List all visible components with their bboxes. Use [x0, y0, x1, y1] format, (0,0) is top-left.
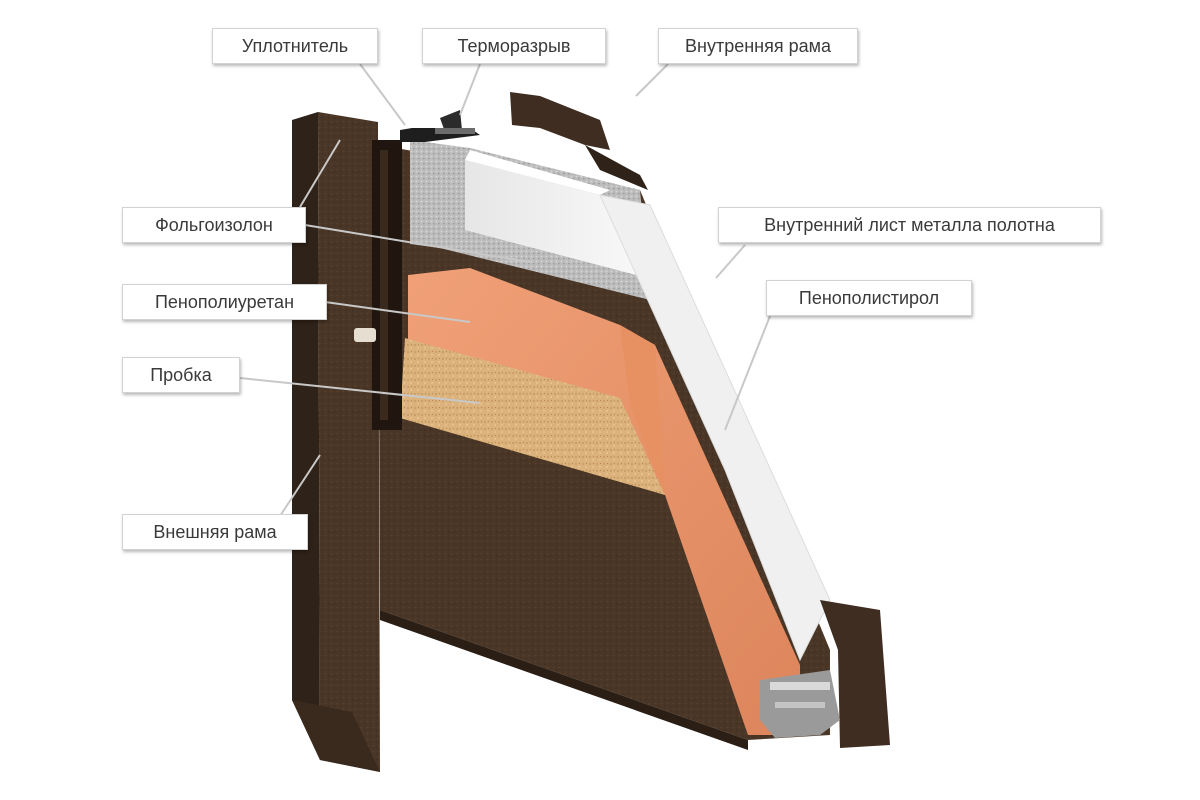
top-seal-shape — [400, 110, 480, 142]
label-thermal-break: Терморазрыв — [422, 28, 606, 64]
cork-shape — [400, 338, 665, 495]
label-cork: Пробка — [122, 357, 240, 393]
leader-lines — [239, 63, 771, 517]
label-inner-sheet: Внутренний лист металла полотна — [718, 207, 1101, 243]
frame-channel-shape — [354, 140, 402, 430]
label-inner-frame: Внутренняя рама — [658, 28, 858, 64]
inner-frame-shape — [510, 92, 648, 190]
polystyrene-shape — [465, 150, 831, 662]
bottom-profile-shape — [760, 600, 890, 748]
outer-frame-shape — [292, 112, 380, 772]
label-seal: Уплотнитель — [212, 28, 378, 64]
label-outer-frame: Внешняя рама — [122, 514, 308, 550]
label-polyurethane-foam: Пенополиуретан — [122, 284, 327, 320]
label-polystyrene-foam: Пенополистирол — [766, 280, 972, 316]
label-foil-isolon: Фольгоизолон — [122, 207, 306, 243]
